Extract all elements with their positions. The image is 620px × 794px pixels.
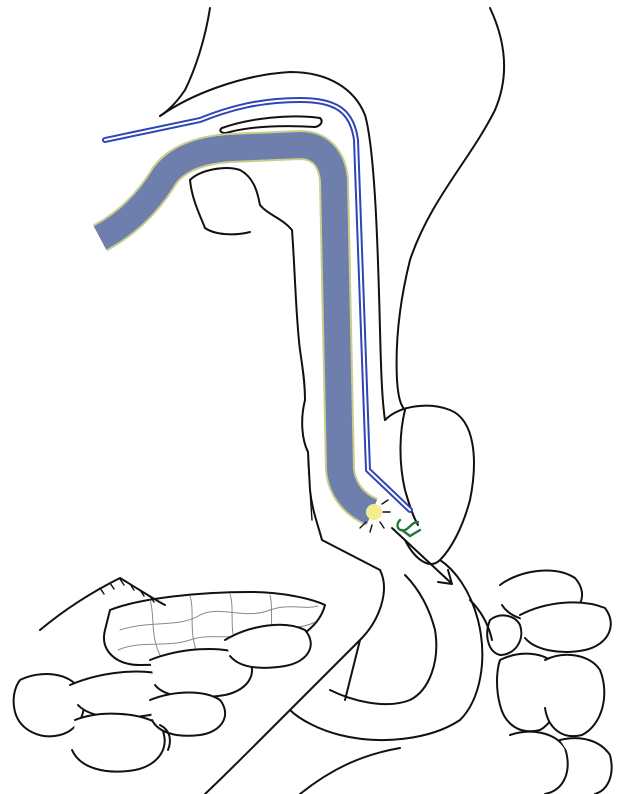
colon-right [470, 571, 612, 794]
trachea-outline [190, 168, 305, 400]
clip-icon [398, 520, 420, 536]
colon-left [14, 625, 311, 772]
liver-outline [40, 578, 165, 630]
endoscope [100, 145, 372, 512]
stomach-outline [385, 406, 474, 564]
